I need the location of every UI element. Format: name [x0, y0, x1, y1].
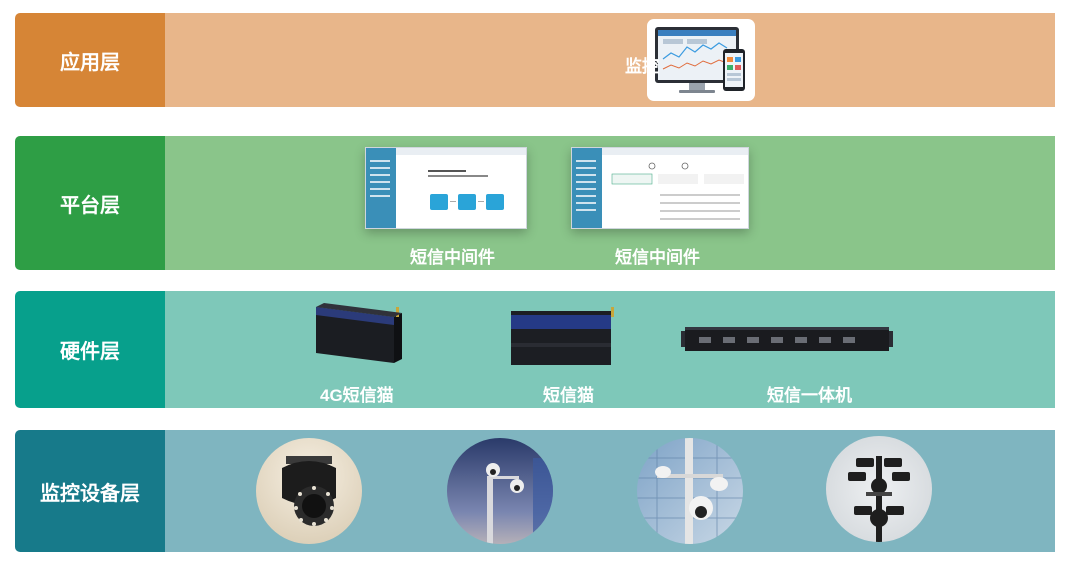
- 4g-modem-icon: [308, 301, 408, 367]
- hardware-layer-label: 硬件层: [15, 291, 165, 408]
- monitor-caption: 监控: [625, 57, 659, 76]
- devices-layer-row: 监控设备层: [15, 430, 1055, 552]
- application-layer-label: 应用层: [15, 13, 165, 107]
- sms-modem-caption: 短信猫: [543, 386, 594, 405]
- sms-middleware-caption-1: 短信中间件: [410, 248, 495, 267]
- platform-layer-row: 平台层 短信中间件: [15, 136, 1055, 270]
- application-layer-band: 监控: [165, 13, 1055, 107]
- dome-camera-icon: [256, 438, 362, 544]
- monitor-phone-icon: [647, 19, 755, 101]
- multi-camera-pole-icon: [826, 436, 932, 542]
- sms-middleware-screen-1: [365, 147, 527, 229]
- devices-layer-band: [165, 430, 1055, 552]
- sms-middleware-caption-2: 短信中间件: [615, 248, 700, 267]
- application-layer-row: 应用层 监控: [15, 13, 1055, 107]
- sms-middleware-screen-2: [571, 147, 749, 229]
- hardware-layer-row: 硬件层 4G短信猫 短信猫: [15, 291, 1055, 408]
- rack-server-icon: [681, 325, 893, 355]
- street-camera-icon: [447, 438, 553, 544]
- platform-layer-label: 平台层: [15, 136, 165, 270]
- platform-layer-band: 短信中间件: [165, 136, 1055, 270]
- hardware-layer-band: 4G短信猫 短信猫: [165, 291, 1055, 408]
- rack-server-caption: 短信一体机: [767, 386, 852, 405]
- devices-layer-label: 监控设备层: [15, 430, 165, 552]
- pole-camera-icon: [637, 438, 743, 544]
- 4g-modem-caption: 4G短信猫: [320, 386, 394, 405]
- sms-modem-icon: [509, 305, 619, 367]
